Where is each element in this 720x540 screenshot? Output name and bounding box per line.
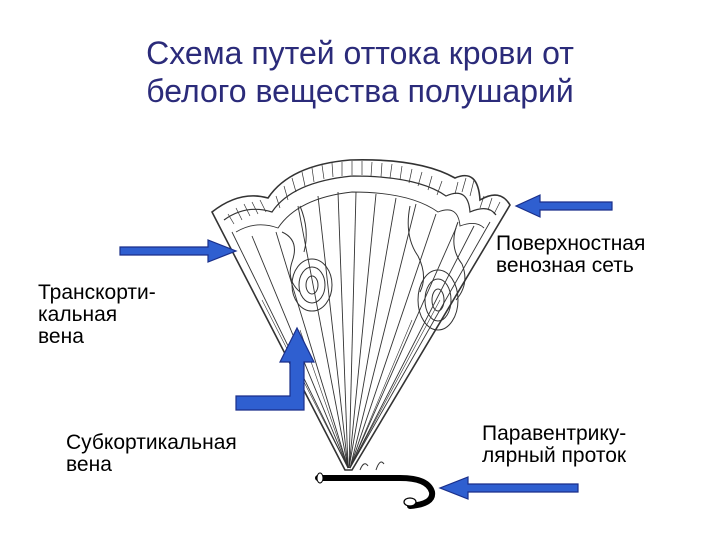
label-line: Транскорти- [38,281,156,304]
cortical-striations [227,161,501,225]
label-line: кальная [38,303,118,326]
arrow-superficial [514,194,613,218]
medullary-veins [231,191,491,469]
arrow-subcortical [235,326,315,411]
paraventricular-duct [315,461,436,509]
label-superficial-venous-network: Поверхностная венозная сеть [496,233,645,277]
arrow-paraventricular [438,476,579,500]
label-line: лярный проток [482,444,627,467]
cortex-outline [210,159,511,471]
label-line: Паравентрику- [482,422,627,445]
label-line: Поверхностная [496,232,646,255]
label-line: Субкортикальная [66,431,237,454]
label-paraventricular-duct: Паравентрику- лярный проток [482,423,626,467]
label-line: вена [38,325,84,348]
gyri-inner-contour [223,175,497,221]
title-line-1: Схема путей оттока крови от [146,35,574,71]
arrow-transcortical [119,239,238,263]
label-line: венозная сеть [496,254,634,277]
slide-title: Схема путей оттока крови от белого вещес… [0,34,720,110]
gyral-loops [281,205,466,331]
label-line: вена [66,453,112,476]
label-transcortical-vein: Транскорти- кальная вена [38,282,156,348]
title-line-2: белого вещества полушарий [146,73,574,109]
pointer-arrows [119,194,613,500]
white-matter-illustration [210,159,511,471]
label-subcortical-vein: Субкортикальная вена [66,432,237,476]
